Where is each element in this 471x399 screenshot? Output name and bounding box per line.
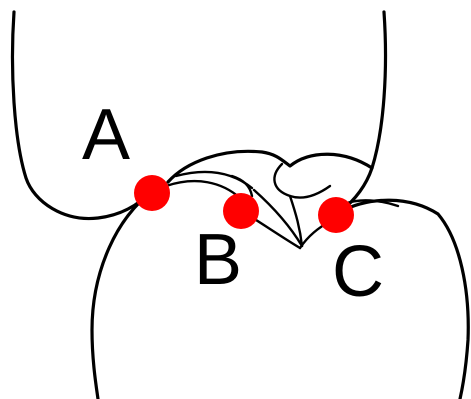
marker-a-label: A [82,99,130,171]
marker-a-dot [134,175,170,211]
crown-top-arch [168,151,372,182]
marker-c-label: C [332,236,384,308]
fissure-line-1 [166,181,240,198]
upper-right-tooth-outline [340,12,386,212]
marker-b-label: B [194,224,242,296]
marker-c-dot [318,197,354,233]
central-fossa-line [274,164,330,198]
lower-left-outline [92,192,152,399]
